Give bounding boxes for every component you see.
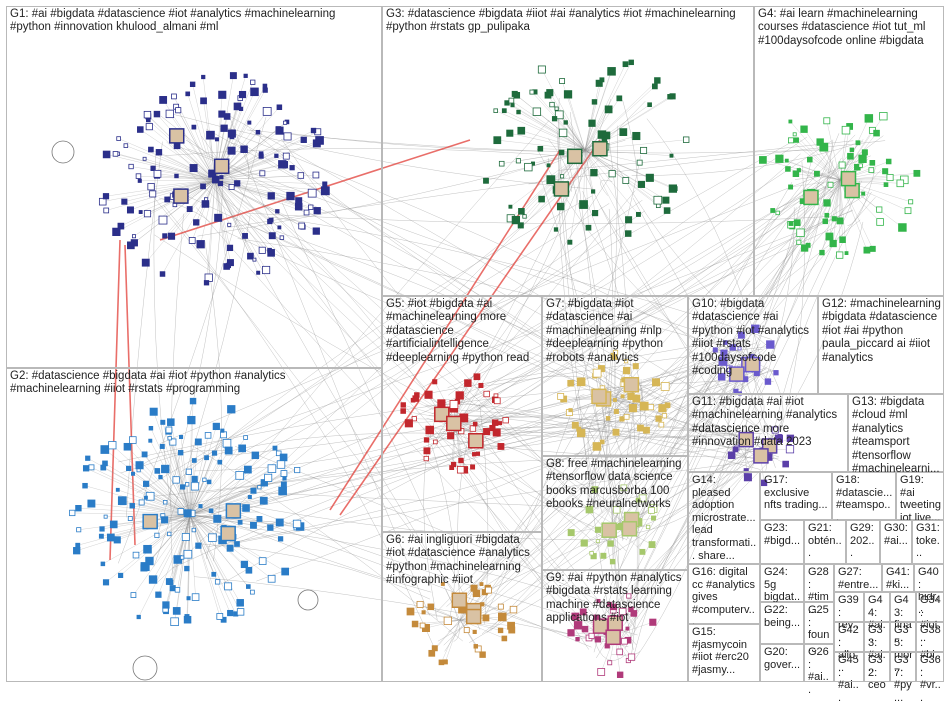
group-box-g16: G16: digital cc #analytics gives #comput… <box>688 564 760 624</box>
group-label-g3: G3: #datascience #bigdata #iiot #ai #ana… <box>386 8 751 35</box>
group-label-g41: G41: #ki... <box>886 566 911 591</box>
group-label-g45: G45: #ai... <box>838 654 861 704</box>
group-box-g38: G38: #bi... <box>916 622 944 652</box>
group-label-g36: G36: #vr... <box>920 654 941 704</box>
group-box-g42: G42: allo... <box>834 622 864 652</box>
group-box-g18: G18: #datascie... #teamspo... <box>832 472 896 520</box>
group-box-g2: G2: #datascience #bigdata #ai #iot #pyth… <box>6 368 382 682</box>
group-box-g5: G5: #iot #bigdata #ai #machinelearning m… <box>382 296 542 532</box>
group-label-g1: G1: #ai #bigdata #datascience #iot #anal… <box>10 8 379 35</box>
group-box-g33: G33: #ai... <box>864 622 890 652</box>
group-label-g14: G14: pleased adoption microstrate... lea… <box>692 474 757 562</box>
group-box-g20: G20: gover... <box>760 644 804 682</box>
group-label-g10: G10: #bigdata #datascience #ai #python #… <box>692 298 815 378</box>
group-box-g15: G15: #jasmycoin #iiot #erc20 #jasmy... <box>688 624 760 682</box>
group-label-g31: G31: toke... <box>916 522 941 560</box>
group-label-g22: G22: being... <box>764 604 801 629</box>
group-box-g10: G10: #bigdata #datascience #ai #python #… <box>688 296 818 394</box>
group-box-g24: G24: 5g bigdat... <box>760 564 804 602</box>
group-box-g7: G7: #bigdata #iot #datascience #ai #mach… <box>542 296 688 456</box>
group-box-g35: G35: mor... <box>890 622 916 652</box>
group-box-g21: G21: obtén... <box>804 520 846 564</box>
group-box-g14: G14: pleased adoption microstrate... lea… <box>688 472 760 564</box>
group-label-g20: G20: gover... <box>764 646 801 671</box>
group-box-g31: G31: toke... <box>912 520 944 564</box>
group-label-g13: G13: #bigdata #cloud #ml #analytics #tea… <box>852 396 941 476</box>
group-box-g41: G41: #ki... <box>882 564 914 592</box>
group-box-g8: G8: free #machinelearning #tensorflow da… <box>542 456 688 570</box>
group-box-g12: G12: #machinelearning #bigdata #datascie… <box>818 296 944 394</box>
group-label-g23: G23: #bigd... <box>764 522 801 547</box>
group-label-g29: G29: 202... <box>850 522 877 560</box>
group-label-g18: G18: #datascie... #teamspo... <box>836 474 893 524</box>
group-box-g27: G27: #entre... <box>834 564 882 592</box>
group-label-g9: G9: #ai #python #analytics #bigdata #rst… <box>546 572 685 626</box>
group-label-g12: G12: #machinelearning #bigdata #datascie… <box>822 298 941 365</box>
group-label-g37: G37: #py... <box>894 654 913 704</box>
group-box-g43: G43: fina... <box>890 592 916 622</box>
group-box-g1: G1: #ai #bigdata #datascience #iot #anal… <box>6 6 382 368</box>
group-box-g29: G29: 202... <box>846 520 880 564</box>
group-box-g34: G34: #iot... <box>916 592 944 622</box>
group-label-g30: G30: #ai... <box>884 522 909 547</box>
group-label-g11: G11: #bigdata #ai #iot #machinelearning … <box>692 396 845 450</box>
group-label-g19: G19: #ai tweeting iot live... <box>900 474 941 524</box>
group-label-g17: G17: exclusive nfts trading... <box>764 474 829 512</box>
group-box-g45: G45: #ai... <box>834 652 864 682</box>
group-box-g6: G6: #ai ingliguori #bigdata #iot #datasc… <box>382 532 542 682</box>
group-label-g32: G32: ceo <box>868 654 887 692</box>
group-label-g4: G4: #ai learn #machinelearning courses #… <box>758 8 941 48</box>
group-box-g22: G22: being... <box>760 602 804 644</box>
group-box-g19: G19: #ai tweeting iot live... <box>896 472 944 520</box>
group-label-g26: G26: #ai... <box>808 646 831 696</box>
group-box-g13: G13: #bigdata #cloud #ml #analytics #tea… <box>848 394 944 472</box>
group-box-g37: G37: #py... <box>890 652 916 682</box>
group-box-g9: G9: #ai #python #analytics #bigdata #rst… <box>542 570 688 682</box>
group-box-g36: G36: #vr... <box>916 652 944 682</box>
group-box-g4: G4: #ai learn #machinelearning courses #… <box>754 6 944 296</box>
group-box-g40: G40: hidr... <box>914 564 944 592</box>
group-label-g21: G21: obtén... <box>808 522 843 560</box>
group-box-g30: G30: #ai... <box>880 520 912 564</box>
group-label-g16: G16: digital cc #analytics gives #comput… <box>692 566 757 629</box>
group-box-g23: G23: #bigd... <box>760 520 804 564</box>
group-box-g26: G26: #ai... <box>804 644 834 682</box>
group-box-g28: G28: #tim... <box>804 564 834 602</box>
group-box-g17: G17: exclusive nfts trading... <box>760 472 832 520</box>
group-label-g8: G8: free #machinelearning #tensorflow da… <box>546 458 685 512</box>
group-label-g5: G5: #iot #bigdata #ai #machinelearning m… <box>386 298 539 365</box>
group-label-g15: G15: #jasmycoin #iiot #erc20 #jasmy... <box>692 626 757 676</box>
group-label-g7: G7: #bigdata #iot #datascience #ai #mach… <box>546 298 685 365</box>
group-box-g32: G32: ceo <box>864 652 890 682</box>
group-label-g6: G6: #ai ingliguori #bigdata #iot #datasc… <box>386 534 539 588</box>
group-box-g11: G11: #bigdata #ai #iot #machinelearning … <box>688 394 848 472</box>
group-box-g44: G44: #ai... <box>864 592 890 622</box>
group-box-g39: G39: rev... <box>834 592 864 622</box>
group-box-g3: G3: #datascience #bigdata #iiot #ai #ana… <box>382 6 754 296</box>
group-label-g2: G2: #datascience #bigdata #ai #iot #pyth… <box>10 370 379 397</box>
group-label-g27: G27: #entre... <box>838 566 879 591</box>
group-box-g25: G25: foun... <box>804 602 834 644</box>
